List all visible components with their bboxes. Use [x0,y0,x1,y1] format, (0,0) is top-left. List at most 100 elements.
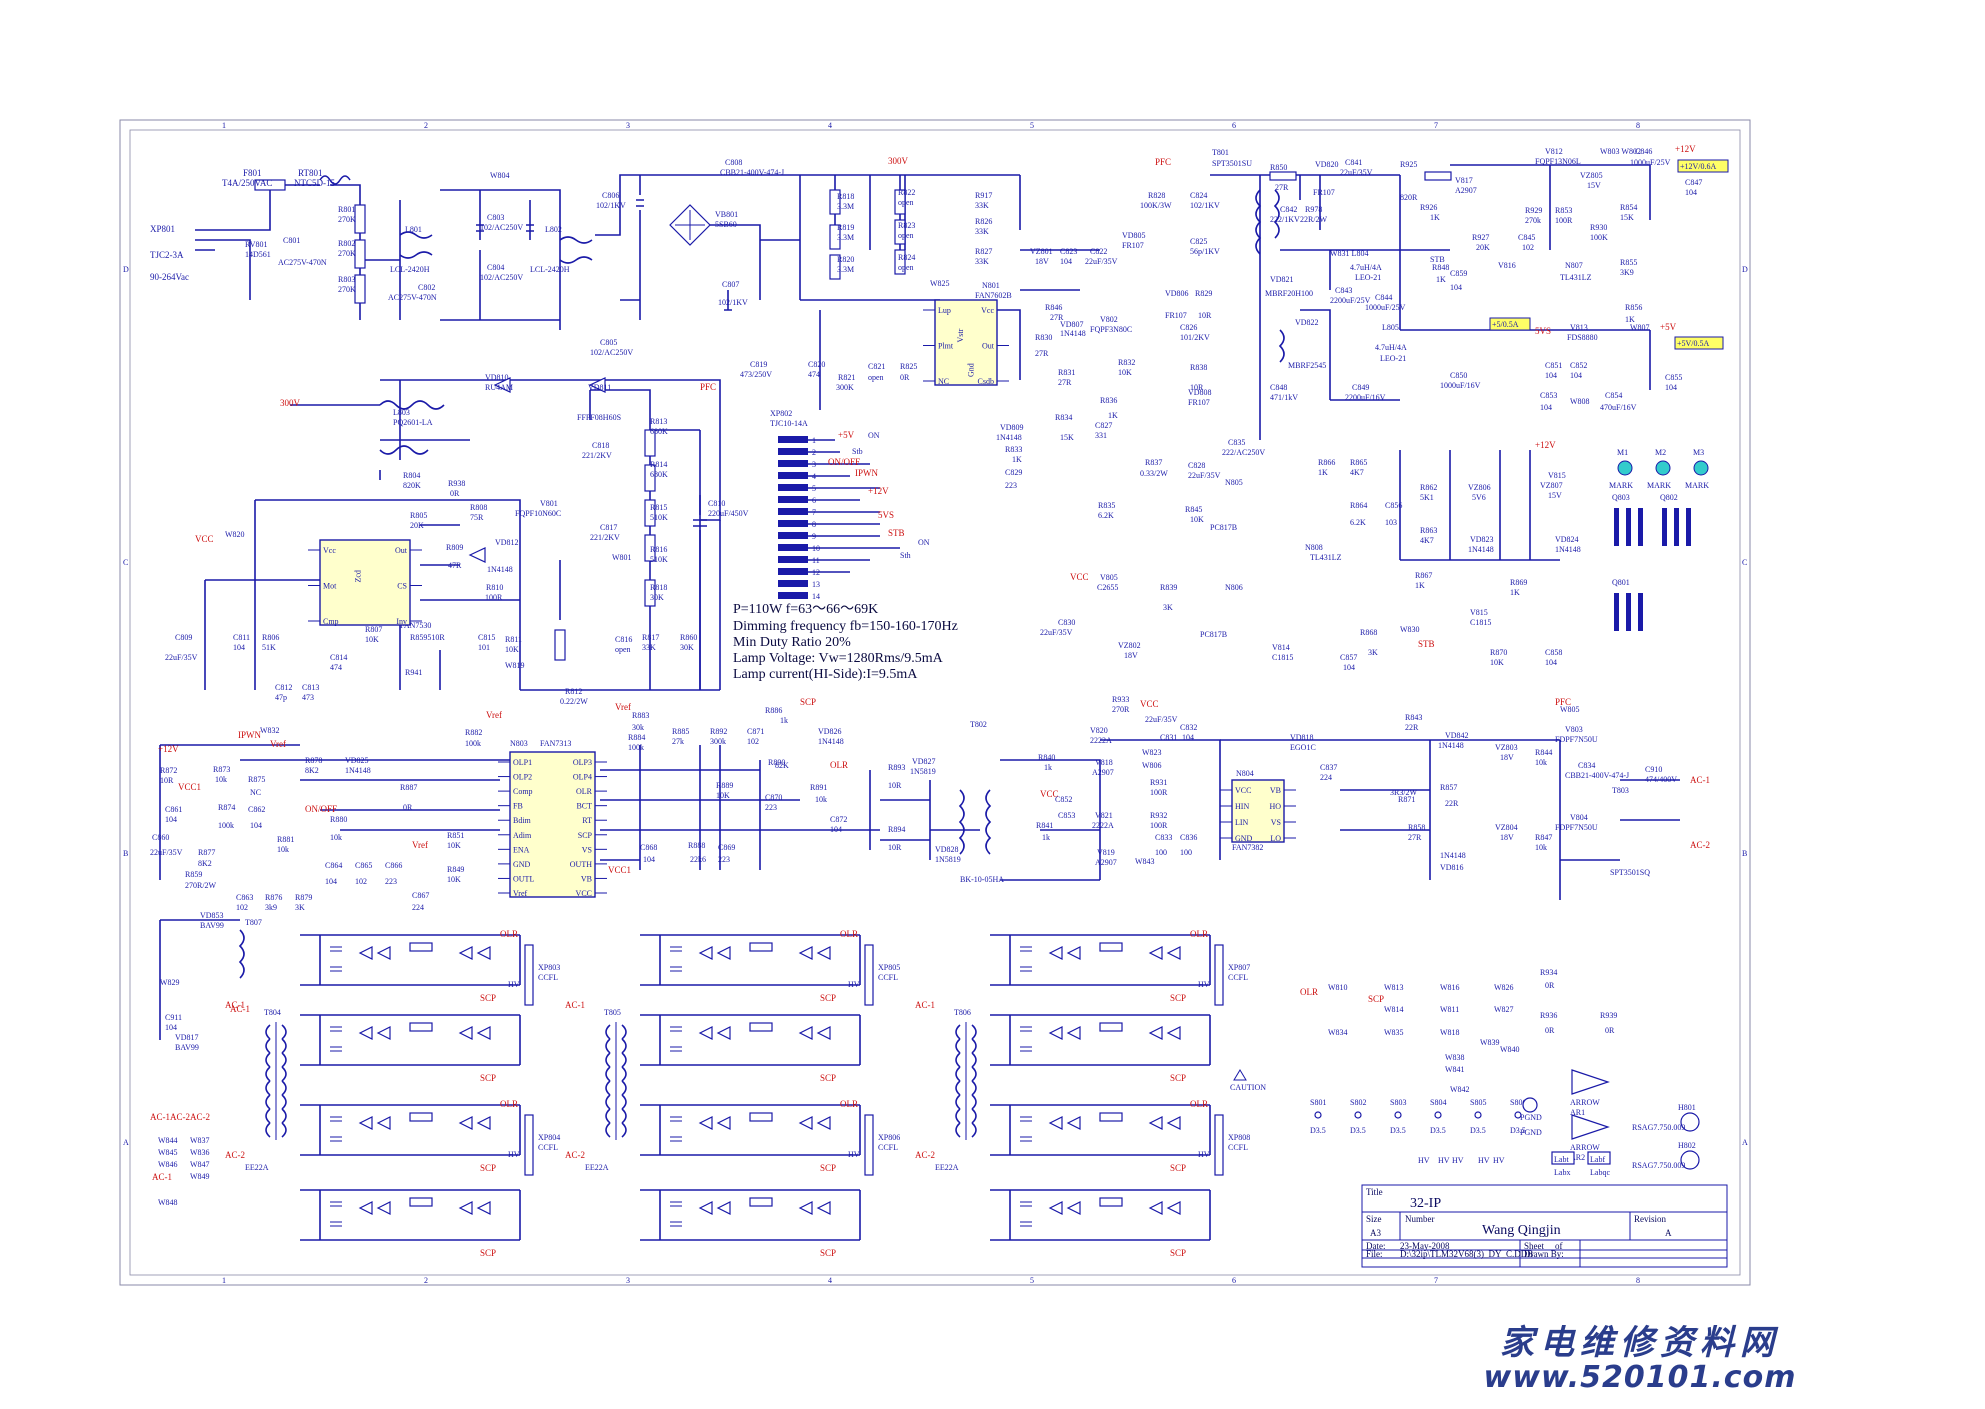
inner-frame [129,129,1741,1276]
svg-text:C814: C814 [330,653,347,662]
ccfl-wire [990,934,1211,986]
svg-text:CBB21-400V-474-J: CBB21-400V-474-J [720,168,784,177]
svg-text:5SB60: 5SB60 [715,220,737,229]
svg-text:C806: C806 [602,191,619,200]
svg-text:TL431LZ: TL431LZ [1560,273,1592,282]
svg-text:VD827: VD827 [912,757,936,766]
svg-text:V819: V819 [1097,848,1115,857]
svg-text:18V: 18V [1500,753,1514,762]
svg-text:+5V: +5V [838,430,855,440]
svg-text:R860: R860 [680,633,697,642]
ic-pin-label-right: BCT [576,802,592,811]
svg-text:open: open [615,645,631,654]
heatsink-part: RSAG7.750.009 [1632,1161,1685,1170]
svg-text:VD826: VD826 [818,727,842,736]
svg-text:R808: R808 [470,503,487,512]
svg-text:47p: 47p [275,693,287,702]
svg-text:C832: C832 [1180,723,1197,732]
vcc-label-2: VCC [1070,572,1089,582]
svg-text:R857: R857 [1440,783,1457,792]
v5sb-label: +5/0.5A [1492,320,1519,329]
svg-text:0.33/2W: 0.33/2W [1140,469,1168,478]
svg-text:221/2KV: 221/2KV [582,451,612,460]
svg-text:C836: C836 [1180,833,1197,842]
svg-text:R927: R927 [1472,233,1489,242]
design-notes: P=110W f=63～66～69K Dimming frequency fb=… [733,602,958,682]
svg-text:0R: 0R [403,803,413,812]
ccfl-diode [1066,1201,1081,1215]
svg-text:R865: R865 [1350,458,1367,467]
ccfl-connector [864,1114,874,1176]
ccfl-hv-label: HV [508,1150,520,1159]
ic-pin-label-left: OUTL [513,874,534,883]
svg-text:PC817B: PC817B [1200,630,1227,639]
svg-text:R801: R801 [338,205,355,214]
svg-text:270K: 270K [338,215,356,224]
svg-text:HV: HV [1478,1156,1490,1165]
svg-text:R845: R845 [1185,505,1202,514]
ccfl-diode [376,946,391,960]
revision-value: A [1665,1228,1672,1238]
mosfet-ref: Q802 [1660,493,1678,502]
svg-text:R938: R938 [448,479,465,488]
svg-text:R833: R833 [1005,445,1022,454]
xp802-pin-number: 14 [812,592,820,601]
transformer-ac2: AC-2 [915,1150,935,1160]
svg-text:L803: L803 [393,408,410,417]
svg-text:VD825: VD825 [345,756,369,765]
svg-text:30K: 30K [650,593,664,602]
title-label: Title [1366,1187,1383,1197]
ic-pin-label-right: VB [581,874,592,883]
svg-text:AC275V-470N: AC275V-470N [388,293,437,302]
vref-label-3: Vref [486,710,502,720]
xp802-pin [778,496,808,503]
mosfet-lead [1614,508,1619,546]
svg-text:102: 102 [747,737,759,746]
svg-text:FAN7382: FAN7382 [1232,843,1263,852]
svg-text:1k: 1k [1044,763,1052,772]
ccfl-diode [1066,946,1081,960]
svg-text:C845: C845 [1518,233,1535,242]
svg-text:C820: C820 [808,360,825,369]
svg-text:N801: N801 [982,281,1000,290]
svg-text:W841: W841 [1445,1065,1465,1074]
ic-pin-label-right: SCP [578,831,593,840]
file-path: D:\32ip\TLM32V68(3)_DY_C.DDB [1400,1249,1533,1259]
svg-text:1N4148: 1N4148 [818,737,844,746]
frame-row-right: A [1742,1138,1748,1147]
svg-text:R855: R855 [1620,258,1637,267]
ccfl-diode [816,1201,831,1215]
ccfl-connector-type: CCFL [878,1143,898,1152]
frame-row-right: C [1742,558,1747,567]
svg-text:102: 102 [355,877,367,886]
svg-text:27R: 27R [1035,349,1049,358]
ccfl-diode [1148,1026,1163,1040]
testpoint-ref: S803 [1390,1098,1406,1107]
svg-text:10k: 10k [815,795,827,804]
svg-text:C837: C837 [1320,763,1337,772]
svg-text:T803: T803 [1612,786,1629,795]
frame-col-top: 4 [828,121,832,130]
ccfl-diode [798,1201,813,1215]
svg-text:C858: C858 [1545,648,1562,657]
svg-text:3K: 3K [1368,648,1378,657]
ccfl-wire [990,1189,1211,1241]
svg-text:W830: W830 [1400,625,1420,634]
ccfl-connector [1214,944,1224,1006]
svg-text:FR107: FR107 [1122,241,1144,250]
svg-text:220uF/450V: 220uF/450V [708,509,749,518]
svg-text:C841: C841 [1345,158,1362,167]
ic-body [319,539,411,626]
svg-text:R871: R871 [1398,795,1415,804]
caution-label: CAUTION [1230,1083,1266,1092]
arrow-label: ARROW [1570,1143,1600,1152]
svg-text:104: 104 [325,877,337,886]
svg-text:22uF/35V: 22uF/35V [1145,715,1178,724]
author-name: Wang Qingjin [1482,1223,1561,1238]
svg-text:L805: L805 [1382,323,1399,332]
ac-range-label: 90-264Vac [150,272,189,282]
svg-text:MBRF2545: MBRF2545 [1288,361,1326,370]
svg-text:R849: R849 [447,865,464,874]
vcc-label-1: VCC [195,534,214,544]
